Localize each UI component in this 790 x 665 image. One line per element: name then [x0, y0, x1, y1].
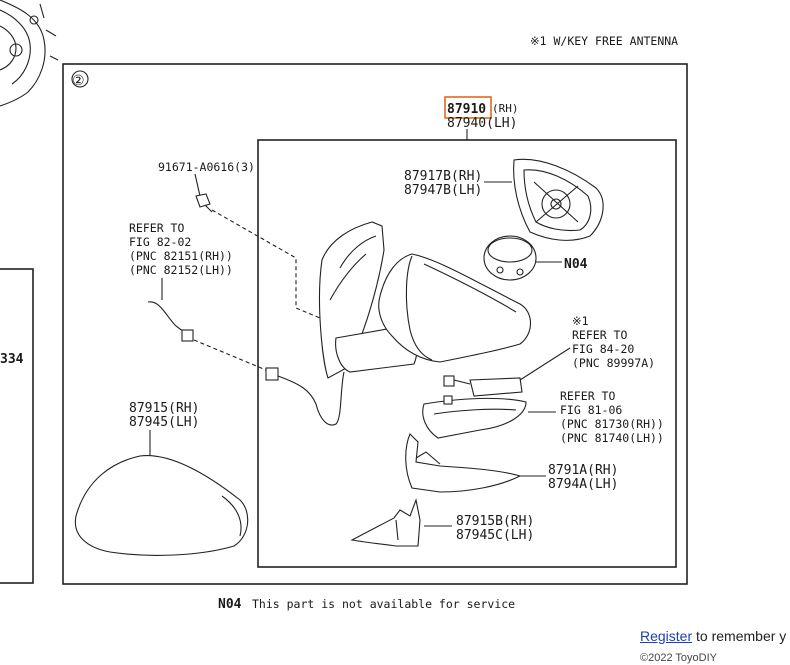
refer-82-line2[interactable]: FIG 82-02	[129, 235, 191, 249]
part-cover-lh[interactable]: 87945(LH)	[129, 415, 199, 430]
highlight-box	[444, 96, 492, 119]
refer-81-line2[interactable]: FIG 81-06	[560, 403, 622, 417]
part-main-lh[interactable]: 87940(LH)	[447, 116, 517, 131]
antenna-mark: ※1	[572, 314, 589, 328]
refer-84-line3: (PNC 89997A)	[572, 356, 655, 370]
refer-84-line2[interactable]: FIG 84-20	[572, 342, 634, 356]
refer-82-line1: REFER TO	[129, 221, 184, 235]
header-note: ※1 W/KEY FREE ANTENNA	[530, 34, 678, 48]
refer-81-line1: REFER TO	[560, 389, 615, 403]
register-prompt: Register to remember y	[640, 628, 786, 644]
register-text: to remember y	[692, 628, 787, 644]
part-base-cover-lh[interactable]: 87945C(LH)	[456, 528, 534, 543]
outer-frame	[62, 63, 688, 585]
part-cover-rh[interactable]: 87915(RH)	[129, 401, 199, 416]
turn-signal-drawing	[422, 395, 527, 439]
part-motor[interactable]: N04	[564, 257, 588, 272]
part-mirror-glass-lh[interactable]: 87947B(LH)	[404, 183, 482, 198]
group-number-circle	[71, 70, 89, 88]
left-partial-label: 334	[0, 352, 24, 367]
register-link[interactable]: Register	[640, 628, 693, 644]
mirror-housing-drawing	[318, 221, 532, 379]
partial-box-left	[0, 268, 34, 584]
base-cover-drawing	[350, 498, 421, 547]
refer-82-line4: (PNC 82152(LH))	[129, 263, 233, 277]
mirror-cover-drawing	[74, 455, 249, 556]
part-base-cover-rh[interactable]: 87915B(RH)	[456, 514, 534, 529]
lower-cover-drawing	[405, 433, 522, 493]
part-main-rh-suffix: (RH)	[492, 102, 519, 115]
wire-harness-drawing	[147, 301, 345, 426]
group-number: ②	[72, 73, 85, 89]
part-bolt[interactable]: 91671-A0616(3)	[158, 160, 255, 174]
mirror-glass-drawing	[513, 158, 604, 241]
refer-81-line4: (PNC 81740(LH))	[560, 431, 664, 445]
refer-81-line3: (PNC 81730(RH))	[560, 417, 664, 431]
refer-82-line3: (PNC 82151(RH))	[129, 249, 233, 263]
antenna-drawing	[443, 375, 523, 397]
footnote-code: N04	[218, 597, 242, 612]
footnote-text: This part is not available for service	[252, 597, 515, 611]
part-lower-rh[interactable]: 8791A(RH)	[548, 463, 618, 478]
part-lower-lh[interactable]: 8794A(LH)	[548, 477, 618, 492]
motor-drawing	[483, 235, 537, 281]
part-mirror-glass-rh[interactable]: 87917B(RH)	[404, 169, 482, 184]
part-main-rh[interactable]: 87910	[447, 102, 486, 117]
refer-84-line1: REFER TO	[572, 328, 627, 342]
partial-illustration-top-left	[0, 0, 59, 107]
copyright-text: ©2022 ToyoDIY	[640, 652, 718, 664]
bolt-drawing	[195, 193, 213, 213]
